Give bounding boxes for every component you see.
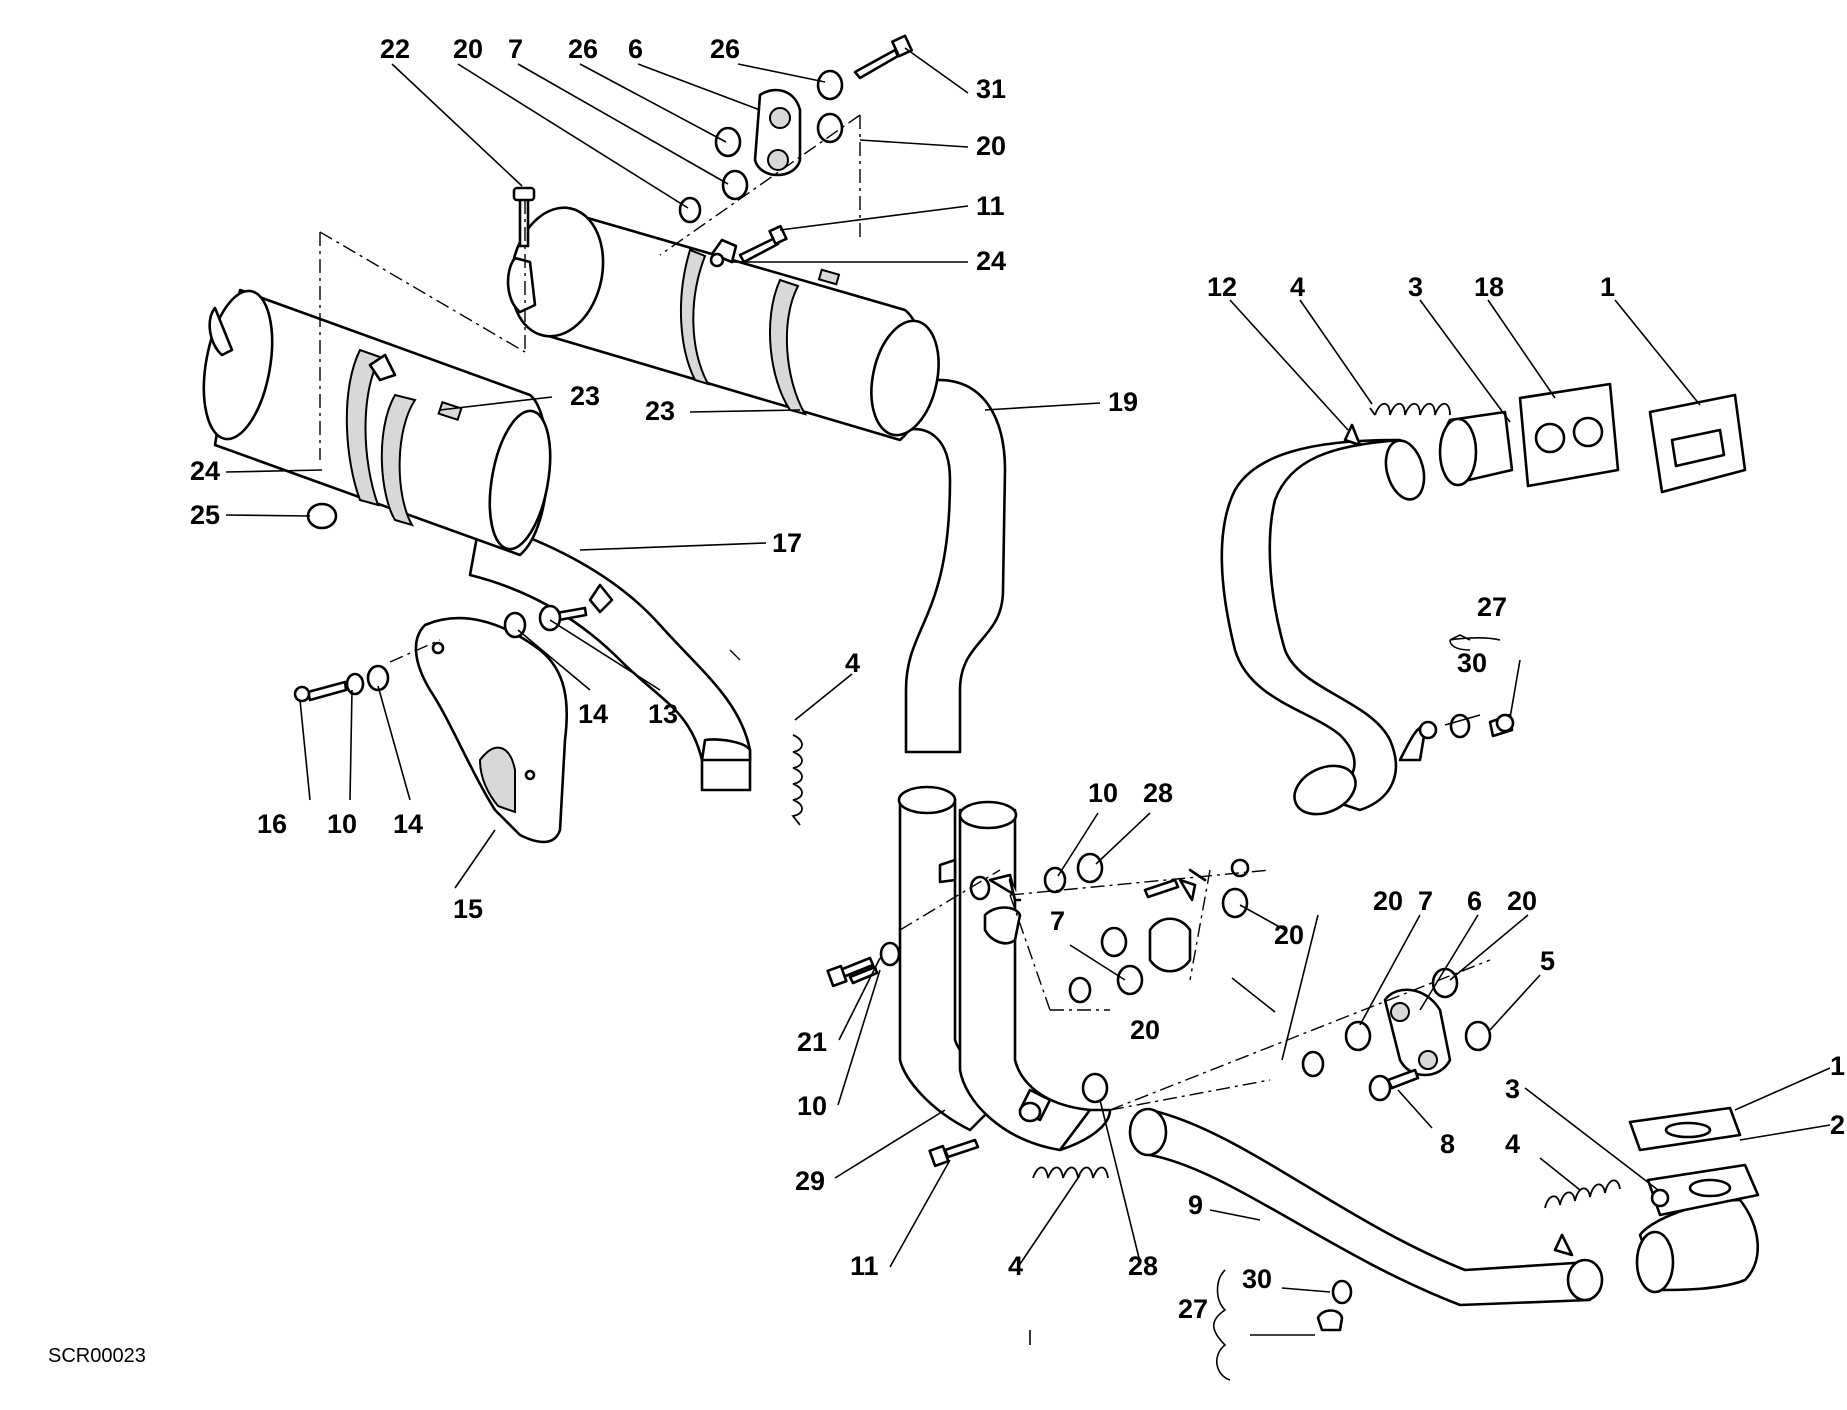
gasket-part-1-upper bbox=[1648, 393, 1747, 494]
callout-6: 6 bbox=[1467, 886, 1482, 916]
flange-elbow-lower bbox=[1635, 1163, 1760, 1294]
callout-5: 5 bbox=[1540, 946, 1555, 976]
callout-15: 15 bbox=[453, 894, 483, 924]
callout-22: 22 bbox=[380, 34, 410, 64]
callout-2: 2 bbox=[1830, 1110, 1845, 1140]
callout-10: 10 bbox=[327, 809, 357, 839]
callout-12: 12 bbox=[1207, 272, 1237, 302]
lower-muffler-part-17 bbox=[202, 288, 752, 792]
assembly-dash-lines bbox=[319, 114, 1491, 1111]
callout-19: 19 bbox=[1108, 387, 1138, 417]
callout-6: 6 bbox=[628, 34, 643, 64]
spring-part-4-center bbox=[1032, 1166, 1109, 1179]
callout-7: 7 bbox=[1050, 906, 1065, 936]
callout-20: 20 bbox=[1274, 920, 1304, 950]
fasteners bbox=[293, 34, 1670, 1332]
upper-muffler-part-19 bbox=[506, 206, 1007, 754]
callout-11: 11 bbox=[976, 191, 1005, 221]
callout-18: 18 bbox=[1474, 272, 1504, 302]
callout-10: 10 bbox=[797, 1091, 827, 1121]
callout-30: 30 bbox=[1457, 648, 1487, 678]
callout-21: 21 bbox=[797, 1027, 827, 1057]
callout-4: 4 bbox=[1290, 272, 1305, 302]
callout-28: 28 bbox=[1128, 1251, 1158, 1281]
callout-3: 3 bbox=[1505, 1074, 1520, 1104]
callout-24: 24 bbox=[976, 246, 1006, 276]
callout-20: 20 bbox=[1507, 886, 1537, 916]
flange-elbow-upper bbox=[1438, 382, 1620, 488]
callout-7: 7 bbox=[1418, 886, 1433, 916]
header-pipe-part-12 bbox=[1220, 423, 1427, 816]
callout-23: 23 bbox=[570, 381, 600, 411]
callout-labels: 22 20 7 26 6 26 31 20 11 24 12 4 3 18 1 … bbox=[190, 34, 1845, 1324]
callout-4: 4 bbox=[845, 648, 860, 678]
callout-28: 28 bbox=[1143, 778, 1173, 808]
callout-27: 27 bbox=[1178, 1294, 1208, 1324]
gasket-part-2 bbox=[1628, 1106, 1742, 1152]
callout-1: 1 bbox=[1600, 272, 1615, 302]
callout-17: 17 bbox=[772, 528, 802, 558]
callout-26: 26 bbox=[568, 34, 598, 64]
callout-31: 31 bbox=[976, 74, 1006, 104]
spring-part-4-left bbox=[791, 734, 803, 826]
callout-8: 8 bbox=[1440, 1129, 1455, 1159]
callout-3: 3 bbox=[1408, 272, 1423, 302]
callout-24: 24 bbox=[190, 456, 220, 486]
callout-1: 1 bbox=[1830, 1051, 1845, 1081]
callout-23: 23 bbox=[645, 396, 675, 426]
callout-30: 30 bbox=[1242, 1264, 1272, 1294]
callout-20: 20 bbox=[1373, 886, 1403, 916]
callout-20: 20 bbox=[976, 131, 1006, 161]
callout-4: 4 bbox=[1505, 1129, 1520, 1159]
callout-7: 7 bbox=[508, 34, 523, 64]
pipe-part-9 bbox=[1128, 1107, 1604, 1307]
callout-14: 14 bbox=[393, 809, 423, 839]
leader-lines bbox=[225, 47, 1831, 1381]
callout-9: 9 bbox=[1188, 1190, 1203, 1220]
spring-part-4-right bbox=[1544, 1179, 1621, 1209]
callout-11: 11 bbox=[850, 1251, 879, 1281]
spring-part-4-upper-right bbox=[1369, 402, 1451, 416]
twin-downpipes-part-29 bbox=[897, 785, 1112, 1152]
callout-16: 16 bbox=[257, 809, 287, 839]
callout-29: 29 bbox=[795, 1166, 825, 1196]
callout-26: 26 bbox=[710, 34, 740, 64]
callout-20: 20 bbox=[453, 34, 483, 64]
callout-25: 25 bbox=[190, 500, 220, 530]
heat-shield-part-15 bbox=[414, 616, 568, 844]
callout-20: 20 bbox=[1130, 1015, 1160, 1045]
callout-13: 13 bbox=[648, 699, 678, 729]
callout-4: 4 bbox=[1008, 1251, 1023, 1281]
callout-10: 10 bbox=[1088, 778, 1118, 808]
drawing-code: SCR00023 bbox=[48, 1345, 146, 1367]
callout-27: 27 bbox=[1477, 592, 1507, 622]
callout-14: 14 bbox=[578, 699, 608, 729]
